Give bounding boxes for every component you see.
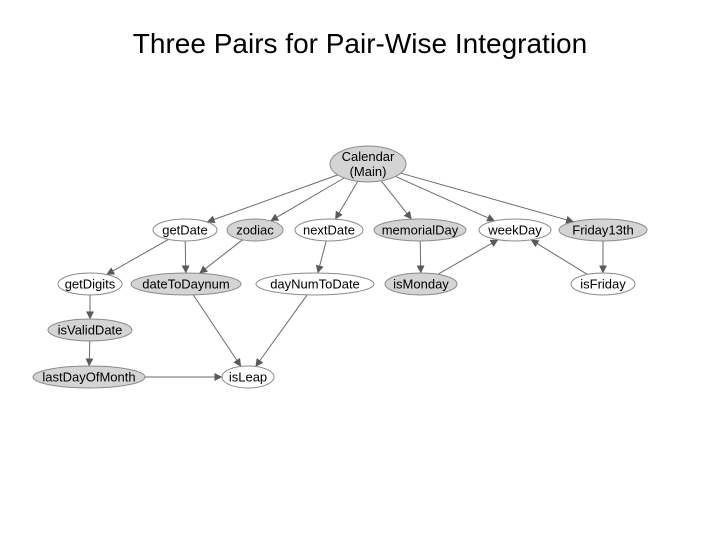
node-weekDay: weekDay: [478, 218, 552, 242]
node-isFriday: isFriday: [570, 272, 636, 296]
node-getDate: getDate: [152, 218, 218, 242]
node-label-isLeap: isLeap: [229, 370, 267, 385]
edge-getDate-to-dateToDaynum: [181, 240, 190, 274]
edge-isValidDate-to-lastDayOfMonth: [85, 340, 94, 367]
node-shape-calendar: [329, 145, 407, 183]
node-calendar: Calendar(Main): [329, 145, 407, 183]
slide-title: Three Pairs for Pair-Wise Integration: [132, 28, 588, 59]
edge-zodiac-to-dateToDaynum: [199, 239, 243, 274]
edge-calendar-to-friday13th: [400, 172, 575, 224]
node-shape-isLeap: [221, 365, 275, 389]
node-shape-weekDay: [478, 218, 552, 242]
node-isLeap: isLeap: [221, 365, 275, 389]
edge-calendar-to-nextDate: [334, 181, 359, 220]
node-label-dayNumToDate: dayNumToDate: [270, 277, 360, 292]
node-nextDate: nextDate: [294, 218, 364, 242]
node-shape-dateToDaynum: [130, 272, 242, 296]
node-shape-nextDate: [294, 218, 364, 242]
edge-isFriday-to-weekDay: [530, 239, 588, 275]
edge-memorialDay-to-isMonday: [416, 240, 425, 274]
node-label-isMonday: isMonday: [393, 277, 449, 292]
node-shape-memorialDay: [373, 218, 467, 242]
node-label-nextDate: nextDate: [303, 223, 355, 238]
node-label-lastDayOfMonth: lastDayOfMonth: [42, 370, 135, 385]
edge-nextDate-to-dayNumToDate: [315, 240, 327, 274]
node-label-memorialDay: memorialDay: [382, 223, 459, 238]
node-label-getDate: getDate: [162, 223, 208, 238]
node-shape-friday13th: [558, 218, 648, 242]
node-label-calendar-2: (Main): [350, 164, 387, 179]
edge-calendar-to-zodiac: [270, 177, 345, 222]
node-label-getDigits: getDigits: [65, 277, 116, 292]
edge-dayNumToDate-to-isLeap: [255, 294, 308, 367]
node-label-calendar-1: Calendar: [342, 149, 395, 164]
edge-getDate-to-getDigits: [106, 238, 169, 276]
node-shape-isMonday: [384, 272, 458, 296]
node-shape-getDate: [152, 218, 218, 242]
node-label-isValidDate: isValidDate: [58, 323, 123, 338]
node-isValidDate: isValidDate: [47, 318, 133, 342]
node-shape-isFriday: [570, 272, 636, 296]
edge-calendar-to-memorialDay: [380, 180, 412, 220]
node-shape-lastDayOfMonth: [32, 365, 146, 389]
node-label-dateToDaynum: dateToDaynum: [142, 277, 229, 292]
edge-dateToDaynum-to-isLeap: [192, 294, 242, 367]
edge-isMonday-to-weekDay: [437, 239, 499, 275]
node-label-friday13th: Friday13th: [572, 223, 633, 238]
node-label-weekDay: weekDay: [487, 223, 542, 238]
node-friday13th: Friday13th: [558, 218, 648, 242]
node-dateToDaynum: dateToDaynum: [130, 272, 242, 296]
node-isMonday: isMonday: [384, 272, 458, 296]
node-zodiac: zodiac: [226, 218, 284, 242]
nodes-layer: Calendar(Main) getDate zodiac nextDate memor…: [32, 145, 648, 389]
node-label-zodiac: zodiac: [236, 223, 274, 238]
node-shape-zodiac: [226, 218, 284, 242]
node-getDigits: getDigits: [57, 272, 123, 296]
node-label-isFriday: isFriday: [580, 277, 626, 292]
node-shape-isValidDate: [47, 318, 133, 342]
node-shape-getDigits: [57, 272, 123, 296]
node-dayNumToDate: dayNumToDate: [255, 272, 375, 296]
node-lastDayOfMonth: lastDayOfMonth: [32, 365, 146, 389]
edge-calendar-to-weekDay: [395, 175, 496, 222]
edges-layer: [85, 172, 607, 381]
node-shape-dayNumToDate: [255, 272, 375, 296]
node-memorialDay: memorialDay: [373, 218, 467, 242]
edge-calendar-to-getDate: [206, 174, 338, 224]
